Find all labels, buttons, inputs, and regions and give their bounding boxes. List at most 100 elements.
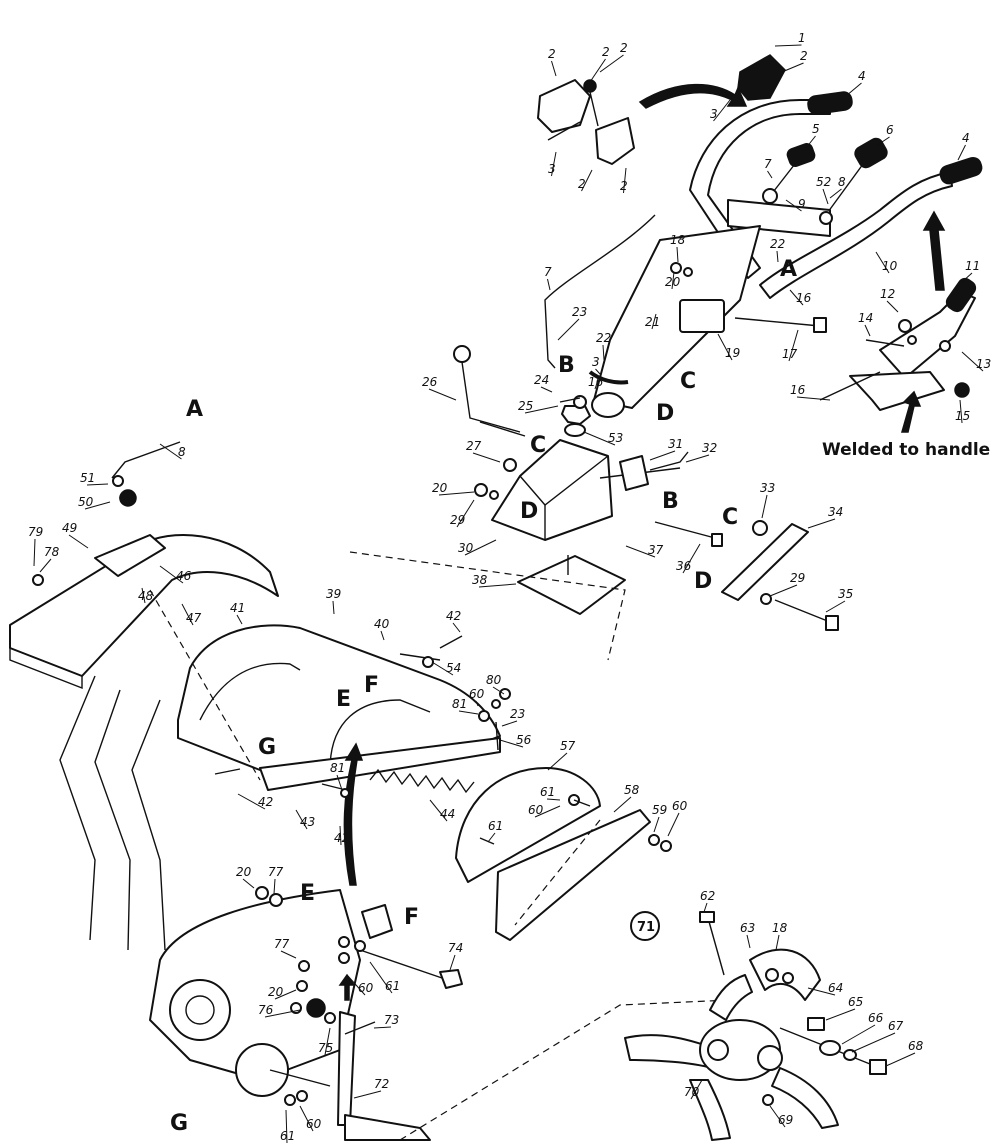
- leader-line: [431, 661, 454, 676]
- transmission-assembly: [59, 675, 731, 1141]
- reference-letter-a: A: [186, 397, 203, 422]
- shield-47: [9, 534, 279, 677]
- assembly-arrow-top: [638, 83, 748, 109]
- callout-41: 41: [230, 601, 245, 615]
- leader-line: [829, 188, 842, 199]
- reference-letter-c: C: [530, 433, 546, 458]
- leader-line: [961, 272, 973, 283]
- leader-line: [237, 793, 266, 810]
- leader-line: [676, 246, 679, 263]
- callout-6: 6: [886, 123, 894, 137]
- callout-60: 60: [306, 1117, 322, 1131]
- leader-line: [769, 584, 798, 597]
- leader-line: [653, 816, 660, 833]
- callout-14: 14: [858, 311, 873, 325]
- leader-line: [458, 710, 479, 715]
- leader-line: [717, 333, 733, 361]
- leader-line: [785, 199, 802, 212]
- leader-line: [492, 686, 505, 695]
- reference-letter-f: F: [404, 905, 419, 930]
- callout-19: 19: [725, 346, 740, 360]
- knob-5: [786, 143, 816, 167]
- leader-line: [822, 188, 829, 205]
- leader-line: [324, 1027, 331, 1056]
- callout-8: 8: [838, 175, 846, 189]
- leader-line: [141, 587, 146, 604]
- handle-column-21: [593, 225, 761, 409]
- callout-42: 42: [334, 831, 349, 845]
- leader-line: [602, 344, 605, 361]
- leader-line: [339, 825, 342, 846]
- welded-to-handle-note: Welded to handle: [822, 440, 990, 460]
- leader-line: [589, 58, 606, 83]
- inset-bracket: [537, 79, 591, 133]
- leader-line: [957, 144, 966, 161]
- callout-39: 39: [326, 587, 341, 601]
- callout-2: 2: [620, 41, 628, 55]
- reference-letter-c: C: [680, 369, 696, 394]
- grip-11: [945, 277, 977, 313]
- callout-4: 4: [962, 131, 970, 145]
- leader-line: [796, 396, 831, 401]
- leader-line: [501, 720, 518, 727]
- callout-75: 75: [318, 1041, 333, 1055]
- callout-12: 12: [880, 287, 895, 301]
- plate-F: [361, 904, 393, 939]
- leader-line: [449, 954, 456, 971]
- callout-60: 60: [358, 981, 374, 995]
- leader-line: [464, 539, 497, 556]
- leader-line: [547, 752, 568, 771]
- circled-label-71: 71: [637, 920, 655, 935]
- leader-line: [159, 443, 182, 460]
- callout-68: 68: [908, 1039, 924, 1053]
- grip-left: [807, 91, 853, 115]
- callout-60: 60: [469, 687, 485, 701]
- callout-73: 73: [384, 1013, 399, 1027]
- leader-line: [667, 812, 680, 837]
- callout-72: 72: [374, 1077, 389, 1091]
- leader-line: [885, 1052, 916, 1067]
- leader-line: [557, 318, 580, 341]
- callout-23: 23: [572, 305, 587, 319]
- callout-2: 2: [578, 177, 586, 191]
- callout-35: 35: [838, 587, 853, 601]
- leader-line: [332, 600, 335, 615]
- leader-line: [551, 60, 557, 77]
- leader-line: [551, 151, 557, 177]
- leader-line: [682, 543, 701, 574]
- callout-69: 69: [778, 1113, 793, 1127]
- callout-59: 59: [652, 803, 667, 817]
- callout-22: 22: [596, 331, 611, 345]
- callout-50: 50: [78, 495, 94, 509]
- callout-37: 37: [648, 543, 664, 557]
- leader-line: [685, 454, 710, 463]
- callout-4: 4: [858, 69, 866, 83]
- callout-7: 7: [764, 157, 772, 171]
- leader-line: [807, 518, 836, 529]
- callout-61: 61: [280, 1129, 295, 1143]
- callout-38: 38: [472, 573, 488, 587]
- leader-line: [776, 250, 779, 263]
- callout-65: 65: [848, 995, 863, 1009]
- inset-plate: [595, 117, 635, 165]
- reference-letter-b: B: [662, 489, 679, 514]
- leader-line: [807, 987, 836, 996]
- leader-line: [671, 271, 675, 290]
- leader-line: [236, 614, 243, 625]
- leader-line: [789, 289, 804, 306]
- callout-81: 81: [452, 697, 467, 711]
- callout-7: 7: [544, 265, 552, 279]
- cable-7: [544, 214, 656, 369]
- callout-3: 3: [710, 107, 718, 121]
- callout-63: 63: [740, 921, 755, 935]
- callout-66: 66: [868, 1011, 884, 1025]
- serrated-bar-44: [369, 768, 475, 794]
- callout-20: 20: [268, 985, 284, 999]
- leader-line: [841, 1024, 876, 1045]
- callout-10: 10: [882, 259, 898, 273]
- assembly-arrow-welded: [901, 390, 922, 433]
- callout-30: 30: [458, 541, 474, 555]
- leader-line: [456, 499, 475, 528]
